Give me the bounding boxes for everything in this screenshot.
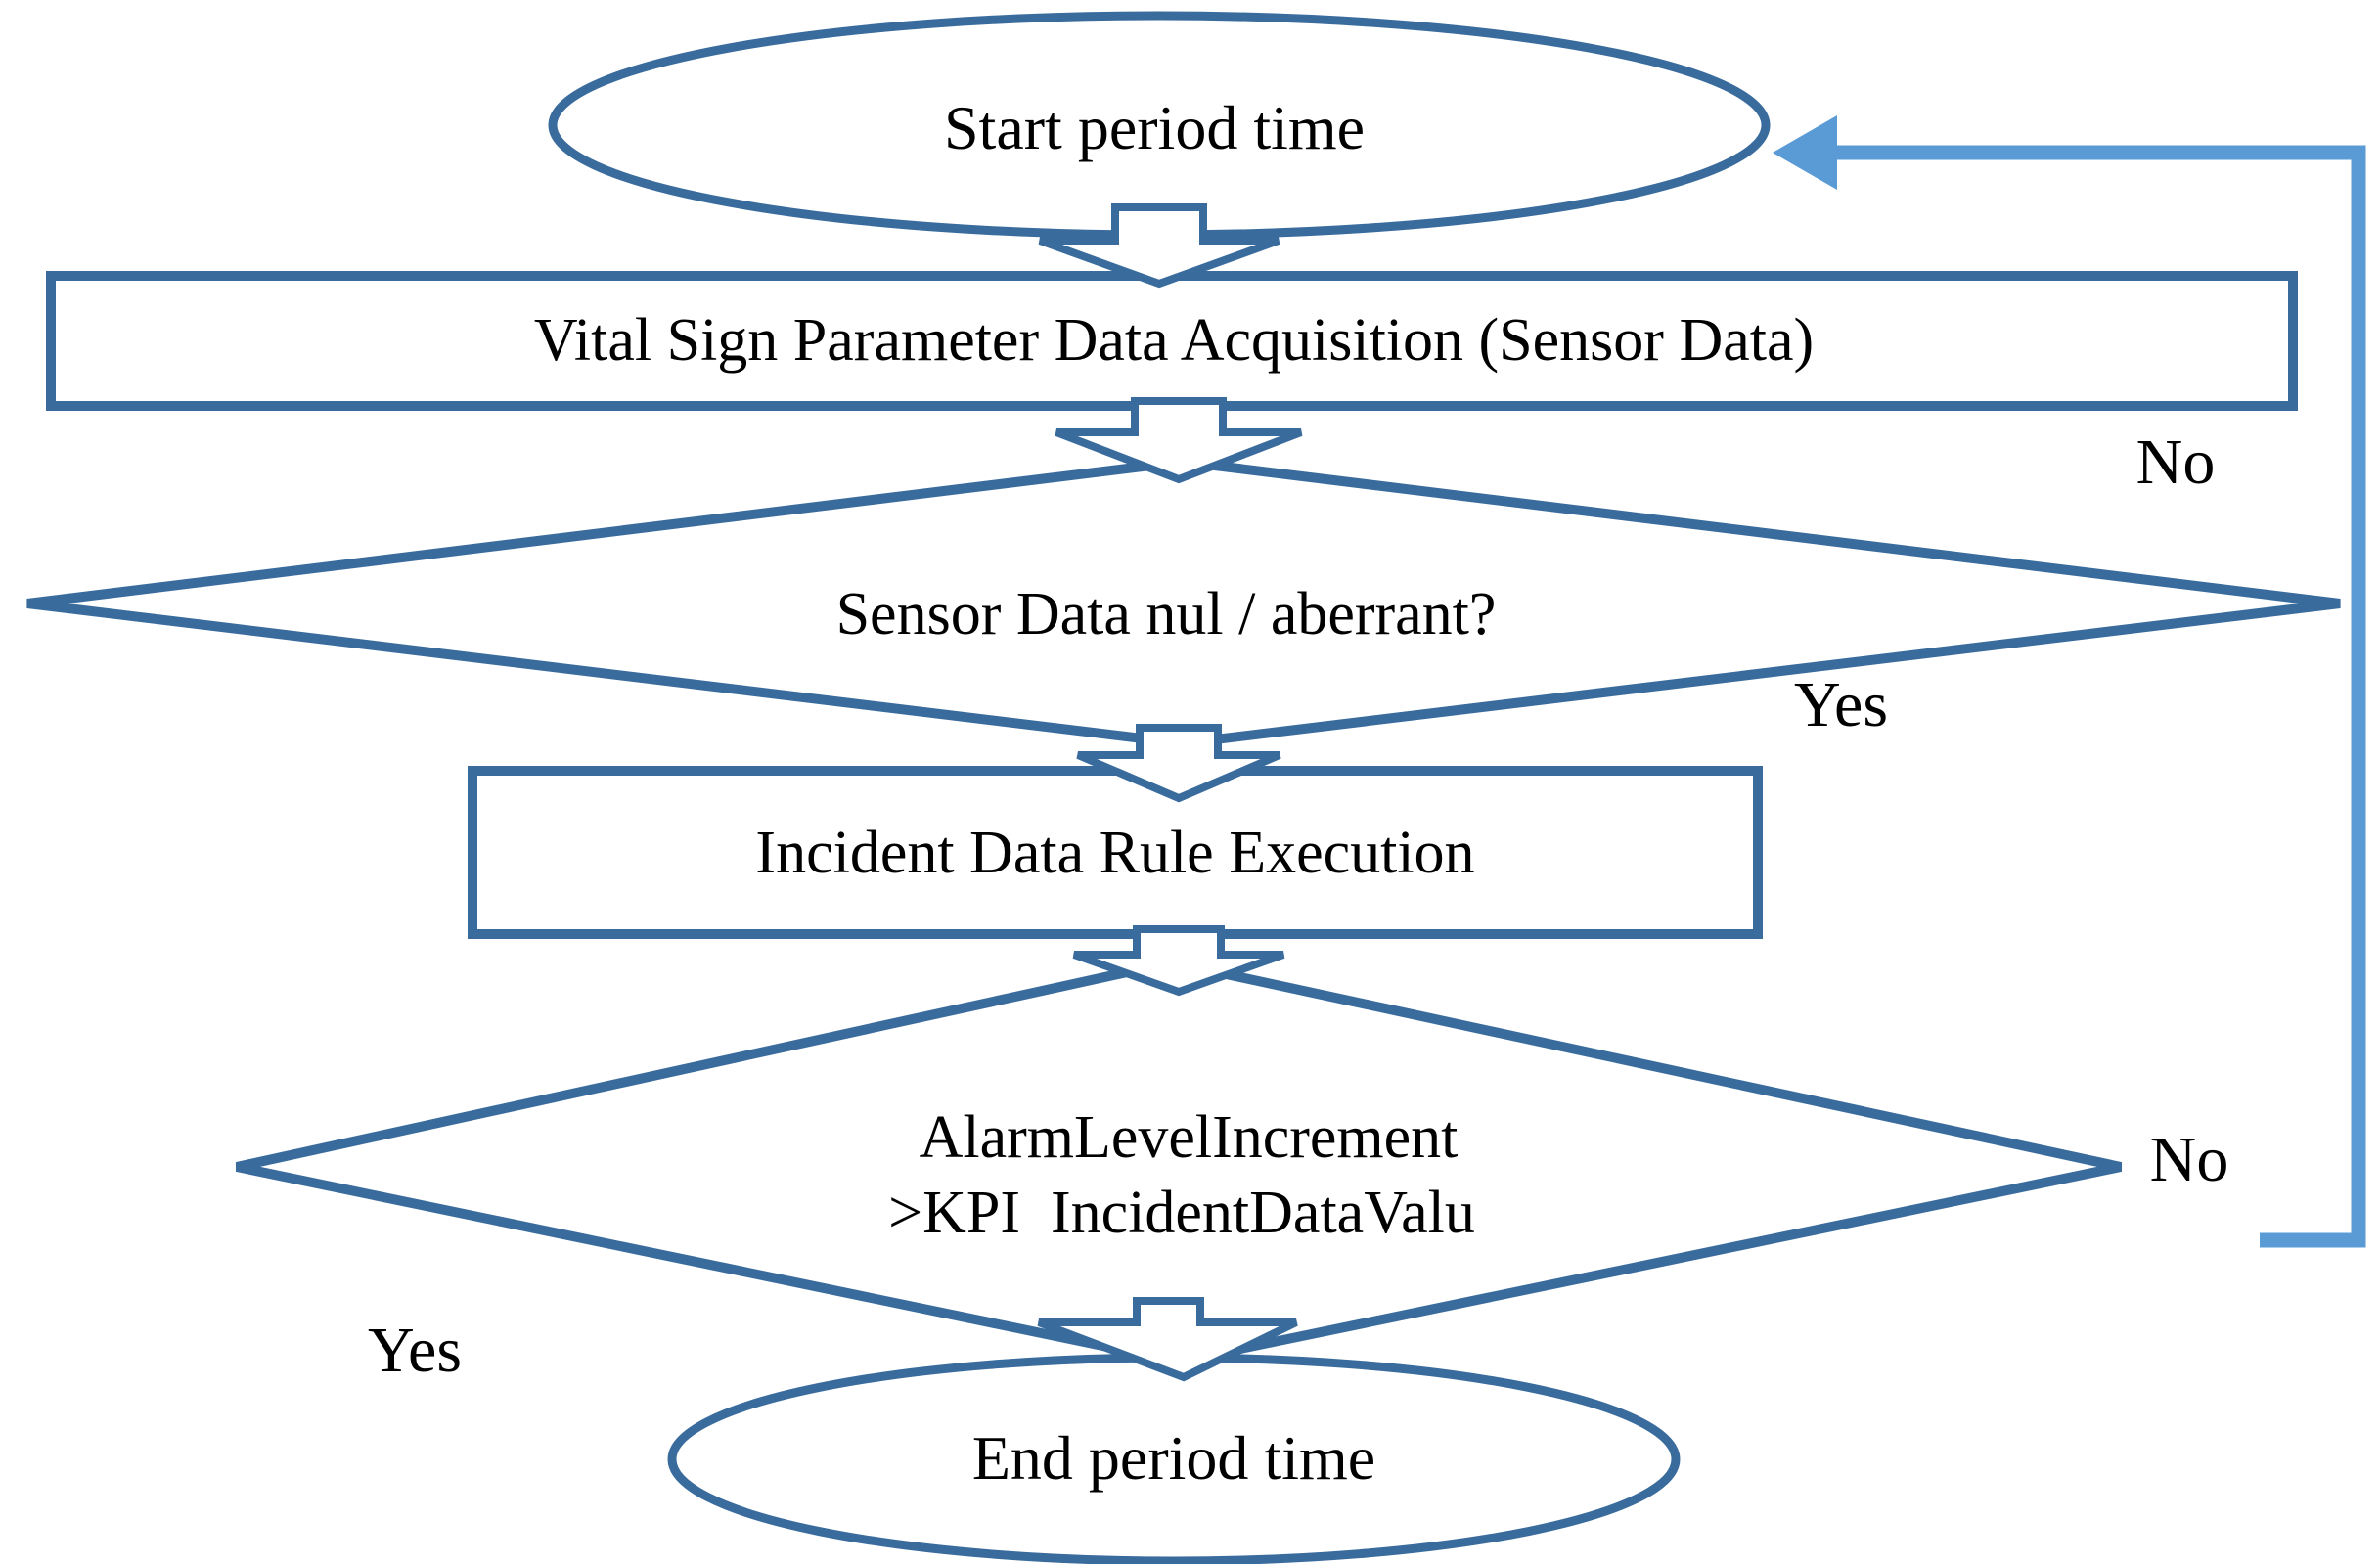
edge-label-alarm-check-yes: Yes <box>368 1315 462 1386</box>
down-block-arrow-alarm-check-to-end <box>1037 1297 1298 1382</box>
edge-label-alarm-check-no: No <box>2150 1124 2229 1195</box>
feedback-arrowhead-icon <box>1773 115 1837 190</box>
down-block-arrow-start-to-acquisition <box>1038 203 1280 289</box>
edge-label-sensor-check-yes: Yes <box>1794 669 1888 740</box>
sensor-check-label: Sensor Data nul / aberrant? <box>836 581 1497 648</box>
down-block-arrow-acquisition-to-sensor-check <box>1055 397 1303 484</box>
end-label: End period time <box>972 1423 1375 1493</box>
incident-rule-label: Incident Data Rule Execution <box>755 820 1474 886</box>
acquisition-label: Vital Sign Parameter Data Acquisition (S… <box>534 307 1814 374</box>
process-incident-rule-box <box>468 766 1763 939</box>
down-block-arrow-sensor-check-to-incident-rule <box>1076 724 1281 803</box>
alarm-check-label-line1: AlarmLevelIncrement <box>920 1104 1459 1171</box>
start-label: Start period time <box>944 93 1365 162</box>
feedback-loop-line <box>1829 145 2366 1248</box>
down-block-arrow-incident-rule-to-alarm-check <box>1072 925 1285 997</box>
edge-label-sensor-check-no: No <box>2136 426 2216 498</box>
alarm-check-label-line2: >KPI IncidentDataValu <box>888 1180 1475 1246</box>
process-acquisition-box <box>46 271 2298 411</box>
